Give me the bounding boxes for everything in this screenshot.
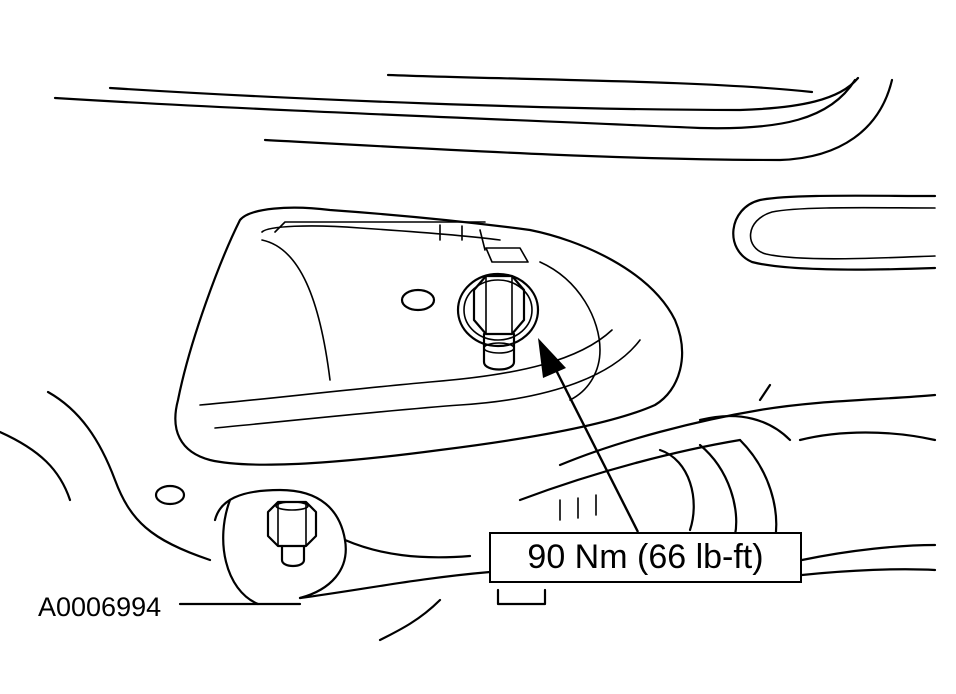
lower-frame xyxy=(0,383,937,642)
callout-arrow xyxy=(538,338,640,533)
mount-bracket xyxy=(174,206,684,466)
right-bracket xyxy=(732,194,937,271)
figure-id-label: A0006994 xyxy=(38,592,162,622)
upper-nut xyxy=(456,272,540,371)
upper-body-panel xyxy=(53,73,894,162)
torque-label: 90 Nm (66 lb-ft) xyxy=(527,538,764,576)
frame-hole xyxy=(154,484,186,506)
lower-nut xyxy=(266,500,318,568)
bracket-hole xyxy=(400,288,436,312)
torque-callout: 90 Nm (66 lb-ft) xyxy=(489,532,802,583)
